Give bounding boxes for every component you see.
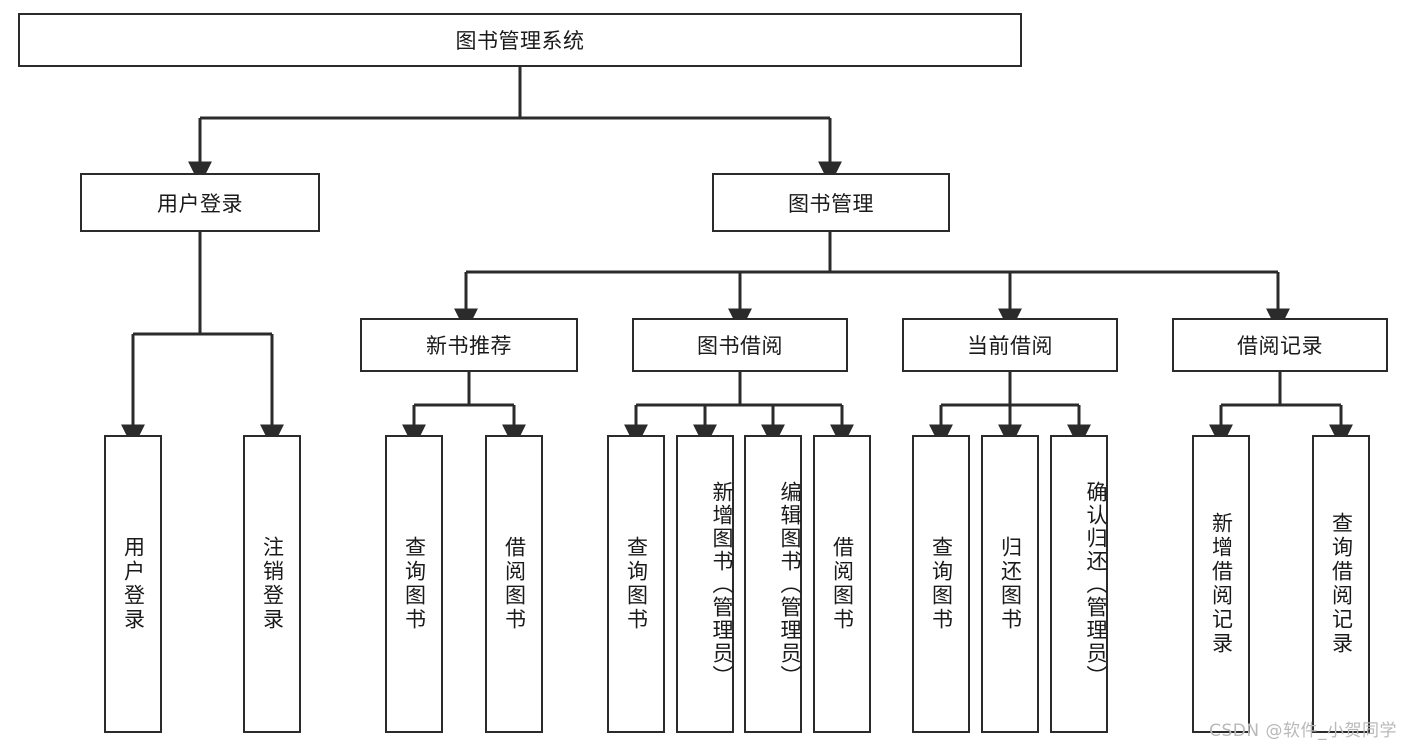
leaf-current-confirm-return-admin[interactable]: 确认归还（管理员） [1050,435,1108,733]
node-label: 查询借阅记录 [1329,512,1354,656]
node-borrow-record[interactable]: 借阅记录 [1172,318,1388,372]
node-label: 借阅图书 [502,536,527,632]
node-book-borrow[interactable]: 图书借阅 [632,318,848,372]
node-new-book-recommend[interactable]: 新书推荐 [360,318,578,372]
leaf-borrow-query-book[interactable]: 查询图书 [607,435,665,733]
node-user-login[interactable]: 用户登录 [80,173,320,232]
leaf-record-query-record[interactable]: 查询借阅记录 [1312,435,1370,733]
node-current-borrow[interactable]: 当前借阅 [902,318,1118,372]
leaf-recommend-borrow-book[interactable]: 借阅图书 [485,435,543,733]
node-label: 新增借阅记录 [1209,512,1234,656]
node-label: 新增图书（管理员） [710,480,734,688]
leaf-current-query-book[interactable]: 查询图书 [912,435,970,733]
leaf-borrow-edit-book-admin[interactable]: 编辑图书（管理员） [744,435,802,733]
node-label: 编辑图书（管理员） [778,480,802,688]
leaf-borrow-borrow-book[interactable]: 借阅图书 [813,435,871,733]
watermark: CSDN @软件_小贺同学 [1209,721,1397,741]
node-label: 当前借阅 [967,334,1053,358]
node-label: 图书借阅 [697,334,783,358]
node-root-system[interactable]: 图书管理系统 [18,13,1022,67]
node-label: 用户登录 [157,191,243,216]
node-label: 归还图书 [998,536,1023,632]
leaf-user-login-signout[interactable]: 注销登录 [243,435,301,733]
node-label: 图书管理 [788,191,874,216]
leaf-recommend-query-book[interactable]: 查询图书 [385,435,443,733]
leaf-borrow-add-book-admin[interactable]: 新增图书（管理员） [676,435,734,733]
node-label: 借阅记录 [1237,334,1323,358]
node-label: 查询图书 [624,536,649,632]
node-label: 注销登录 [260,536,285,632]
node-label: 查询图书 [929,536,954,632]
node-label: 图书管理系统 [455,29,585,53]
leaf-user-login-signin[interactable]: 用户登录 [104,435,162,733]
leaf-record-add-record[interactable]: 新增借阅记录 [1192,435,1250,733]
node-book-management[interactable]: 图书管理 [712,173,950,232]
node-label: 用户登录 [121,536,146,632]
node-label: 新书推荐 [426,334,512,358]
node-label: 查询图书 [402,536,427,632]
node-label: 借阅图书 [830,536,855,632]
leaf-current-return-book[interactable]: 归还图书 [981,435,1039,733]
node-label: 确认归还（管理员） [1084,480,1108,688]
